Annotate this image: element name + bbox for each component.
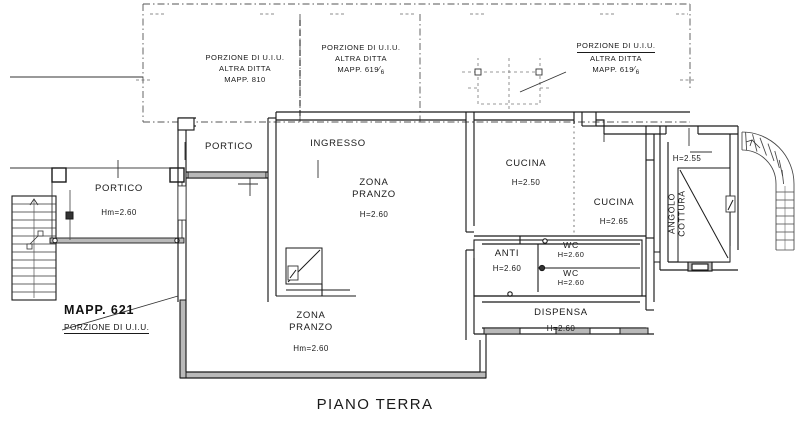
parcel-810-line3: MAPP. 810 xyxy=(224,75,266,84)
room-label-cucina-left: CUCINA H=2.50 xyxy=(505,158,547,187)
zona-pranzo-lower-outline xyxy=(179,296,487,379)
parcel-619r-line1: PORZIONE DI U.I.U. xyxy=(576,40,656,53)
parcel-label-619-6-right: PORZIONE DI U.I.U. ALTRA DITTA MAPP. 619… xyxy=(562,40,670,76)
parcel-own-label: MAPP. 621 PORZIONE DI U.I.U. xyxy=(64,303,150,335)
parcel-619c-line1: PORZIONE DI U.I.U. xyxy=(321,43,401,52)
window-marks xyxy=(177,185,187,221)
parcel-619r-line3: MAPP. 619⁄6 xyxy=(592,64,640,76)
stair-adjacent-wall xyxy=(276,283,356,297)
curved-external-staircase xyxy=(741,131,795,251)
boundary-ticks xyxy=(136,13,696,81)
room-label-dispensa: DISPENSA H=2.60 xyxy=(534,307,588,333)
parcel-leader-line xyxy=(519,71,567,93)
drawing-title: PIANO TERRA xyxy=(316,396,434,413)
room-label-zona-pranzo-upper: ZONA PRANZO H=2.60 xyxy=(352,177,396,220)
room-label-portico-inner: PORTICO xyxy=(204,141,253,152)
dimension-label-angolo-cottura: H=2.55 xyxy=(672,154,702,163)
angolo-exterior-stub xyxy=(653,251,661,263)
room-label-ingresso: INGRESSO xyxy=(310,138,366,149)
room-label-angolo-cottura: ANGOLO COTTURA xyxy=(666,190,687,237)
parcel-label-810: PORZIONE DI U.I.U. ALTRA DITTA MAPP. 810 xyxy=(190,52,300,85)
parcel-810-line2: ALTRA DITTA xyxy=(219,64,271,73)
dimension-lines xyxy=(10,76,712,196)
interior-stair-detail xyxy=(285,247,323,285)
parcel-619c-line2: ALTRA DITTA xyxy=(335,54,387,63)
room-label-cucina-right: CUCINA H=2.65 xyxy=(593,197,635,226)
parcel-619c-line3: MAPP. 619⁄6 xyxy=(337,64,385,76)
anti-wc-partitions xyxy=(473,238,643,297)
parcel-619r-line2: ALTRA DITTA xyxy=(590,54,642,63)
mapp-portion: PORZIONE DI U.I.U. xyxy=(64,323,150,334)
building-walls xyxy=(177,111,739,311)
room-label-portico-outer: PORTICO Hm=2.60 xyxy=(94,183,143,217)
room-label-wc-lower: WC H=2.60 xyxy=(557,268,585,288)
mapp-number: MAPP. 621 xyxy=(64,303,135,317)
external-straight-staircase xyxy=(11,195,57,301)
room-label-anti: ANTI H=2.60 xyxy=(492,248,522,273)
mapp-leader-line xyxy=(61,295,179,331)
room-label-wc-upper: WC H=2.60 xyxy=(557,240,585,260)
parcel-label-619-6-center: PORZIONE DI U.I.U. ALTRA DITTA MAPP. 619… xyxy=(307,42,415,76)
parcel-810-line1: PORZIONE DI U.I.U. xyxy=(205,53,285,62)
interior-wall-cucina-block xyxy=(465,120,475,340)
room-label-zona-pranzo-lower: ZONA PRANZO Hm=2.60 xyxy=(289,310,333,354)
angolo-inner-element xyxy=(677,167,736,263)
